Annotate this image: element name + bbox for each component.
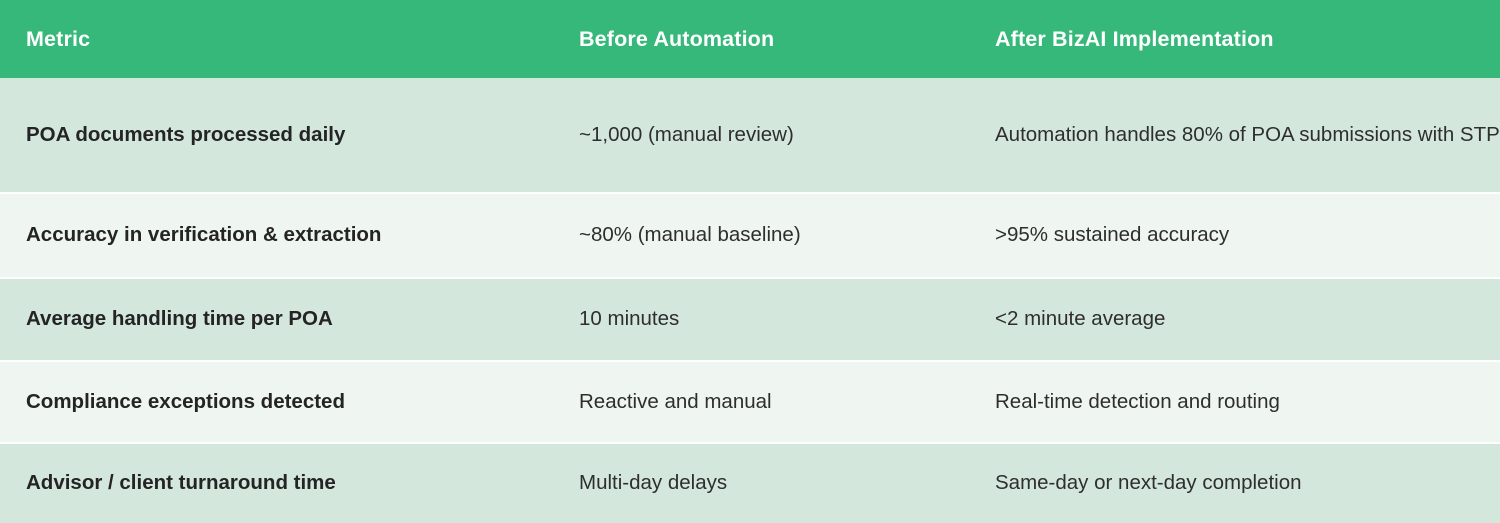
table-row: POA documents processed daily ~1,000 (ma… (0, 78, 1500, 192)
table-header: Metric Before Automation After BizAI Imp… (0, 0, 1500, 78)
column-header-after-bizai-implementation: After BizAI Implementation (983, 0, 1500, 78)
table-row: Average handling time per POA 10 minutes… (0, 278, 1500, 361)
cell-metric: Average handling time per POA (0, 278, 569, 361)
cell-before-automation: ~1,000 (manual review) (569, 78, 983, 192)
row-divider-fill (0, 276, 1500, 279)
table-row: Accuracy in verification & extraction ~8… (0, 193, 1500, 277)
cell-metric: Compliance exceptions detected (0, 362, 569, 442)
row-divider-fill (0, 441, 1500, 444)
cell-after-bizai: Automation handles 80% of POA submission… (983, 78, 1500, 192)
cell-before-automation: ~80% (manual baseline) (569, 193, 983, 277)
cell-before-automation: Reactive and manual (569, 362, 983, 442)
cell-after-bizai: >95% sustained accuracy (983, 193, 1500, 277)
row-divider (0, 276, 1500, 279)
cell-after-bizai: Same-day or next-day completion (983, 443, 1500, 523)
cell-metric: POA documents processed daily (0, 78, 569, 192)
cell-before-automation: Multi-day delays (569, 443, 983, 523)
cell-before-automation: 10 minutes (569, 278, 983, 361)
row-divider-fill (0, 191, 1500, 194)
column-header-before-automation: Before Automation (569, 0, 983, 78)
row-divider (0, 441, 1500, 444)
column-header-metric: Metric (0, 0, 569, 78)
table-header-row: Metric Before Automation After BizAI Imp… (0, 0, 1500, 78)
cell-metric: Accuracy in verification & extraction (0, 193, 569, 277)
cell-metric: Advisor / client turnaround time (0, 443, 569, 523)
row-divider (0, 360, 1500, 363)
row-divider (0, 191, 1500, 194)
row-divider-fill (0, 360, 1500, 363)
cell-after-bizai: <2 minute average (983, 278, 1500, 361)
table-row: Advisor / client turnaround time Multi-d… (0, 443, 1500, 523)
table-row: Compliance exceptions detected Reactive … (0, 362, 1500, 442)
table-body: POA documents processed daily ~1,000 (ma… (0, 78, 1500, 523)
cell-after-bizai: Real-time detection and routing (983, 362, 1500, 442)
